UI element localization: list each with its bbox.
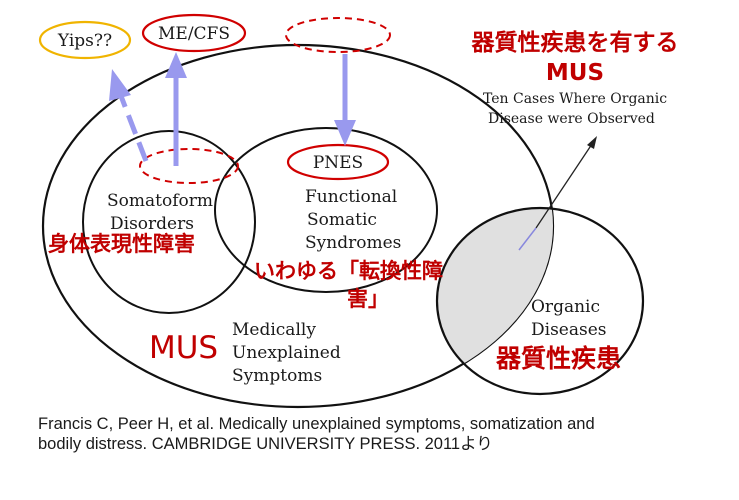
organic-label-2: Diseases	[531, 320, 607, 340]
dashed-ellipse-top	[285, 17, 391, 53]
mus-label: MUS	[149, 330, 218, 366]
somatoform-jp-label: 身体表現性障害	[48, 232, 195, 256]
dashed-ellipse-somatoform	[139, 148, 239, 184]
mus-desc-label-2: Unexplained	[232, 343, 341, 363]
somatoform-ellipse	[82, 130, 256, 314]
arrow-to-yips	[109, 69, 149, 162]
venn-diagram-svg: Yips?? ME/CFS PNES Somatoform Disorders …	[38, 13, 679, 409]
ten-cases-label-2: Disease were Observed	[488, 111, 655, 127]
mus-desc-label-1: Medically	[232, 320, 316, 340]
organic-mus-label-1: 器質性疾患を有する	[471, 29, 679, 56]
functional-label-2: Somatic	[307, 210, 377, 230]
yips-bubble	[38, 20, 132, 60]
yips-label: Yips??	[57, 31, 112, 51]
organic-mus-label-2: MUS	[546, 60, 604, 86]
mecfs-label: ME/CFS	[158, 24, 230, 44]
mecfs-bubble	[141, 13, 247, 53]
organic-jp-label: 器質性疾患	[495, 344, 621, 373]
conversion-label-2: 害」	[347, 287, 389, 311]
arrow-to-mecfs	[165, 52, 187, 166]
pointer-line-black	[535, 143, 593, 229]
somatoform-label-2: Disorders	[110, 214, 194, 234]
pointer-line-blue	[518, 227, 537, 251]
functional-label-1: Functional	[305, 187, 397, 207]
somatoform-label-1: Somatoform	[107, 191, 213, 211]
organic-label-1: Organic	[531, 297, 600, 317]
ten-cases-label-1: Ten Cases Where Organic	[483, 91, 667, 107]
mus-desc-label-3: Symptoms	[232, 366, 322, 386]
pointer-arrowhead	[587, 136, 597, 149]
citation-line-1: Francis C, Peer H, et al. Medically unex…	[38, 415, 595, 433]
pnes-bubble	[286, 143, 390, 181]
functional-ellipse	[214, 127, 438, 293]
pnes-label: PNES	[313, 153, 363, 173]
arrow-to-pnes	[334, 54, 356, 146]
citation-line-2: bodily distress. CAMBRIDGE UNIVERSITY PR…	[38, 435, 493, 453]
organic-ellipse	[435, 206, 645, 396]
functional-label-3: Syndromes	[305, 233, 401, 253]
conversion-label-1: いわゆる「転換性障	[254, 259, 443, 283]
citation: Francis C, Peer H, et al. Medically unex…	[38, 414, 728, 454]
